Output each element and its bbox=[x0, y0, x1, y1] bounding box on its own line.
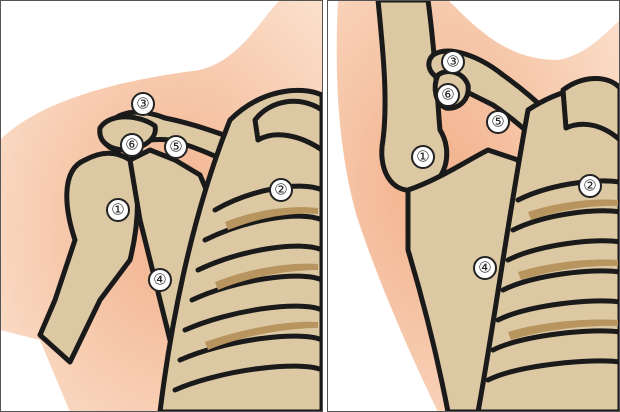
panel-frame-left bbox=[0, 0, 323, 412]
panel-frame-right bbox=[327, 0, 620, 412]
